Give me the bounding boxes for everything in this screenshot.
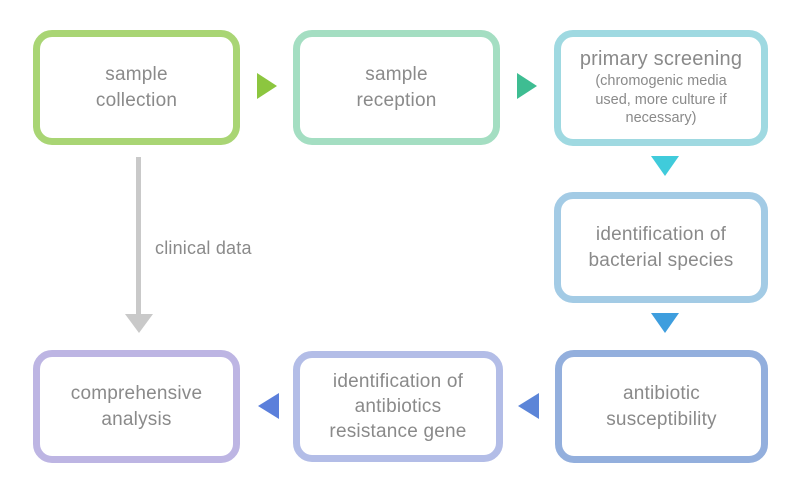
flow-arrow-right-icon xyxy=(517,73,537,99)
flow-arrow-left-icon xyxy=(518,393,539,419)
node-primary-screening: primary screening (chromogenic media use… xyxy=(554,30,768,146)
node-label: antibiotic susceptibility xyxy=(606,383,717,430)
node-label: primary screening xyxy=(579,48,743,71)
flow-arrow-right-icon xyxy=(257,73,277,99)
node-comprehensive-analysis: comprehensive analysis xyxy=(33,350,240,463)
node-sublabel: (chromogenic media used, more culture if… xyxy=(595,73,727,127)
node-sample-collection: sample collection xyxy=(33,30,240,145)
flow-arrow-down-icon xyxy=(651,156,679,176)
node-sample-reception: sample reception xyxy=(293,30,500,145)
flow-arrow-down-icon xyxy=(651,313,679,333)
node-antibiotic-susceptibility: antibiotic susceptibility xyxy=(555,350,768,463)
node-identification-of-antibiotics-resistance-gene: identification of antibiotics resistance… xyxy=(293,351,503,462)
node-label: sample collection xyxy=(95,64,178,111)
node-label: identification of bacterial species xyxy=(588,224,734,271)
clinical-data-label: clinical data xyxy=(155,238,252,258)
node-label: comprehensive analysis xyxy=(70,383,203,430)
clinical-data-arrow-down-icon xyxy=(125,314,153,333)
node-identification-of-bacterial-species: identification of bacterial species xyxy=(554,192,768,303)
node-label: sample reception xyxy=(356,64,437,111)
clinical-data-connector-line xyxy=(136,157,141,314)
flow-arrow-left-icon xyxy=(258,393,279,419)
node-label: identification of antibiotics resistance… xyxy=(329,370,467,443)
